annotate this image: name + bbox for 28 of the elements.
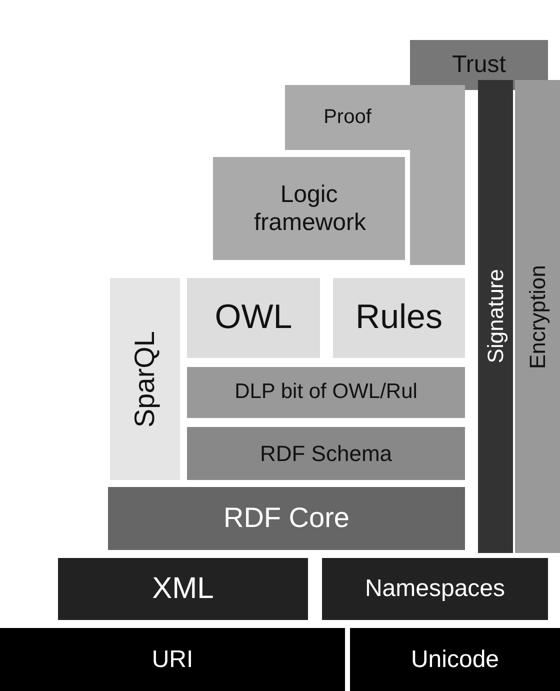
layer-label: XML — [152, 572, 214, 606]
layer-box — [187, 278, 320, 358]
layer-box — [515, 80, 560, 553]
layer-box — [350, 628, 560, 691]
layer-label: Namespaces — [364, 575, 506, 603]
layer-box — [58, 558, 308, 620]
layer-box — [213, 157, 405, 260]
layer-label: DLP bit of OWL/Rul — [234, 380, 418, 405]
layer-box — [187, 427, 465, 480]
layer-box — [108, 487, 465, 550]
layer-box — [322, 558, 548, 620]
layer-label: Logic framework — [254, 180, 364, 236]
layer-box — [187, 367, 465, 418]
layer-box — [333, 278, 465, 358]
layer-box — [0, 628, 345, 691]
layer-label: OWL — [214, 298, 292, 338]
layer-label: Trust — [452, 51, 506, 79]
layer-label: Proof — [324, 106, 372, 129]
layer-label: RDF Core — [223, 502, 350, 535]
layer-label: RDF Schema — [260, 440, 392, 466]
layer-box — [478, 80, 513, 553]
layer-label: Rules — [356, 298, 442, 338]
layer-box — [110, 278, 180, 480]
layer-label: Unicode — [410, 646, 500, 674]
layer-label: URI — [152, 646, 194, 674]
layer-label: Encryption — [524, 264, 550, 368]
layer-label: Signature — [482, 269, 508, 364]
layer-label: SparQL — [128, 330, 161, 428]
